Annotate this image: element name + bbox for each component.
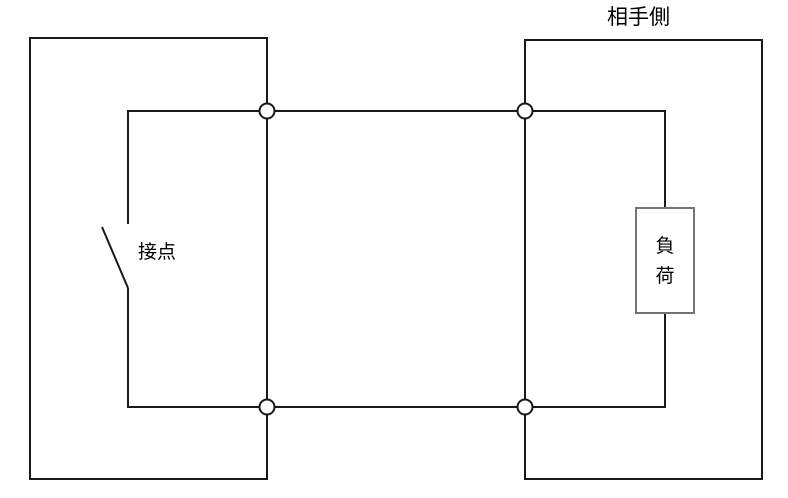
terminal-top-right	[516, 102, 534, 120]
terminal-top-left	[258, 102, 276, 120]
load-upper-lead-wire	[525, 110, 666, 208]
load-label-line1: 負	[655, 235, 674, 257]
contact-switch-blade	[101, 226, 129, 289]
load-component-box	[635, 207, 695, 314]
contact-upper-lead-wire	[127, 110, 267, 224]
partner-side-label: 相手側	[607, 6, 670, 29]
terminal-bottom-right	[516, 398, 534, 416]
terminal-bottom-left	[258, 398, 276, 416]
contact-label: 接点	[138, 241, 176, 263]
load-label-line2: 荷	[655, 265, 674, 287]
contact-lower-lead-wire	[127, 288, 267, 408]
load-lower-lead-wire	[525, 313, 666, 408]
